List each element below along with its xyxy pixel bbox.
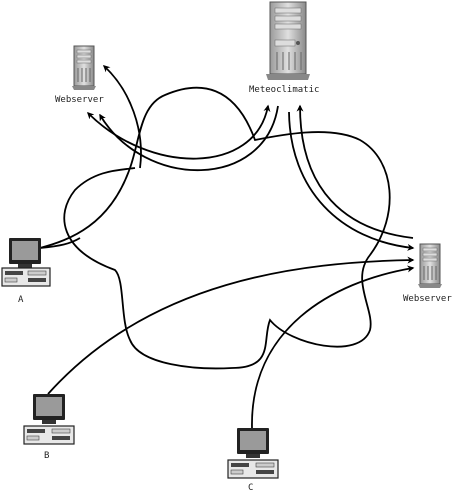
desktop-computer-icon bbox=[1, 238, 51, 287]
flow-client-a bbox=[39, 237, 81, 249]
webserver-left-label: Webserver bbox=[55, 95, 104, 105]
flow-right-webserver-to-meteo-inner bbox=[296, 104, 414, 239]
webserver-right-label: Webserver bbox=[403, 294, 452, 304]
client-a-label: A bbox=[18, 295, 24, 305]
flow-cloud-to-left-webserver bbox=[102, 65, 142, 169]
server-tower-icon bbox=[72, 45, 96, 90]
meteoclimatic-label: Meteoclimatic bbox=[249, 85, 319, 95]
desktop-computer-icon bbox=[227, 428, 279, 479]
client-b-label: B bbox=[44, 451, 49, 461]
flow-client-b bbox=[47, 256, 415, 395]
desktop-computer-icon bbox=[23, 394, 75, 445]
flow-meteo-to-left-webserver-inner bbox=[99, 105, 279, 172]
client-c-label: C bbox=[248, 483, 253, 493]
server-tower-icon bbox=[418, 243, 442, 288]
flow-meteo-to-left-webserver-outer bbox=[87, 104, 271, 160]
flow-meteo-to-right-webserver-outer bbox=[288, 111, 415, 251]
flow-client-c bbox=[251, 265, 415, 429]
server-tower-icon bbox=[266, 1, 310, 80]
internet-cloud bbox=[39, 86, 391, 370]
